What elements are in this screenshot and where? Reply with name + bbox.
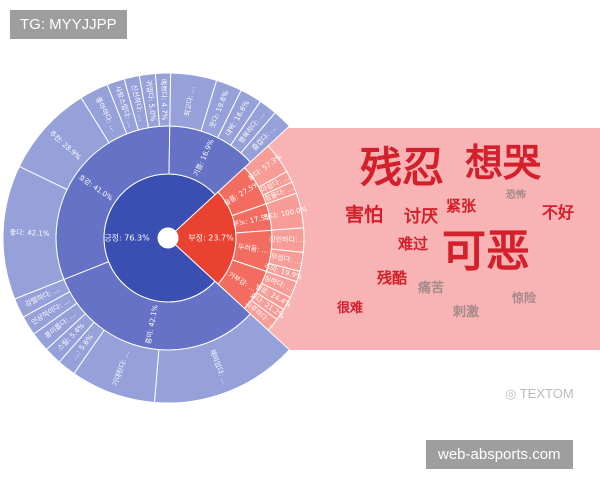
wordcloud-word: 害怕 — [345, 204, 384, 226]
sunburst-segment[interactable] — [240, 111, 291, 163]
segment-label: 예쁘다: 4.7% — [159, 79, 169, 121]
wordcloud-panel — [262, 128, 600, 350]
wordcloud-word: 痛苦 — [418, 281, 445, 296]
source-tag: TG: MYYJJPP — [10, 10, 127, 39]
wordcloud-word: 惊险 — [512, 291, 537, 305]
wordcloud-word: 讨厌 — [404, 207, 438, 227]
wordcloud-word: 不好 — [542, 203, 575, 222]
site-watermark: web-absports.com — [426, 440, 573, 469]
wordcloud-word: 难过 — [398, 235, 429, 253]
segment-label: 긍정: 76.3% — [104, 233, 150, 243]
wordcloud-word: 想哭 — [465, 141, 542, 185]
center-hole — [158, 228, 178, 248]
brand-watermark: ◎ TEXTOM — [505, 386, 574, 402]
wordcloud-word: 很难 — [337, 301, 364, 316]
brand-text: TEXTOM — [519, 386, 574, 401]
segment-label: 부정: 23.7% — [188, 233, 234, 243]
wordcloud-word: 恐怖 — [506, 190, 526, 201]
wordcloud-word: 刺激 — [453, 305, 480, 320]
segment-label: 잔인하다: … — [269, 235, 306, 245]
wordcloud-word: 紧张 — [446, 197, 477, 215]
segment-label: 좋다: 42.1% — [10, 227, 50, 237]
wordcloud-word: 残忍 — [360, 143, 445, 192]
wordcloud-word: 可恶 — [442, 226, 530, 277]
wordcloud-word: 残酷 — [377, 269, 408, 287]
segment-label: 두려움: … — [237, 242, 269, 255]
weibo-icon: ◎ — [505, 386, 520, 401]
